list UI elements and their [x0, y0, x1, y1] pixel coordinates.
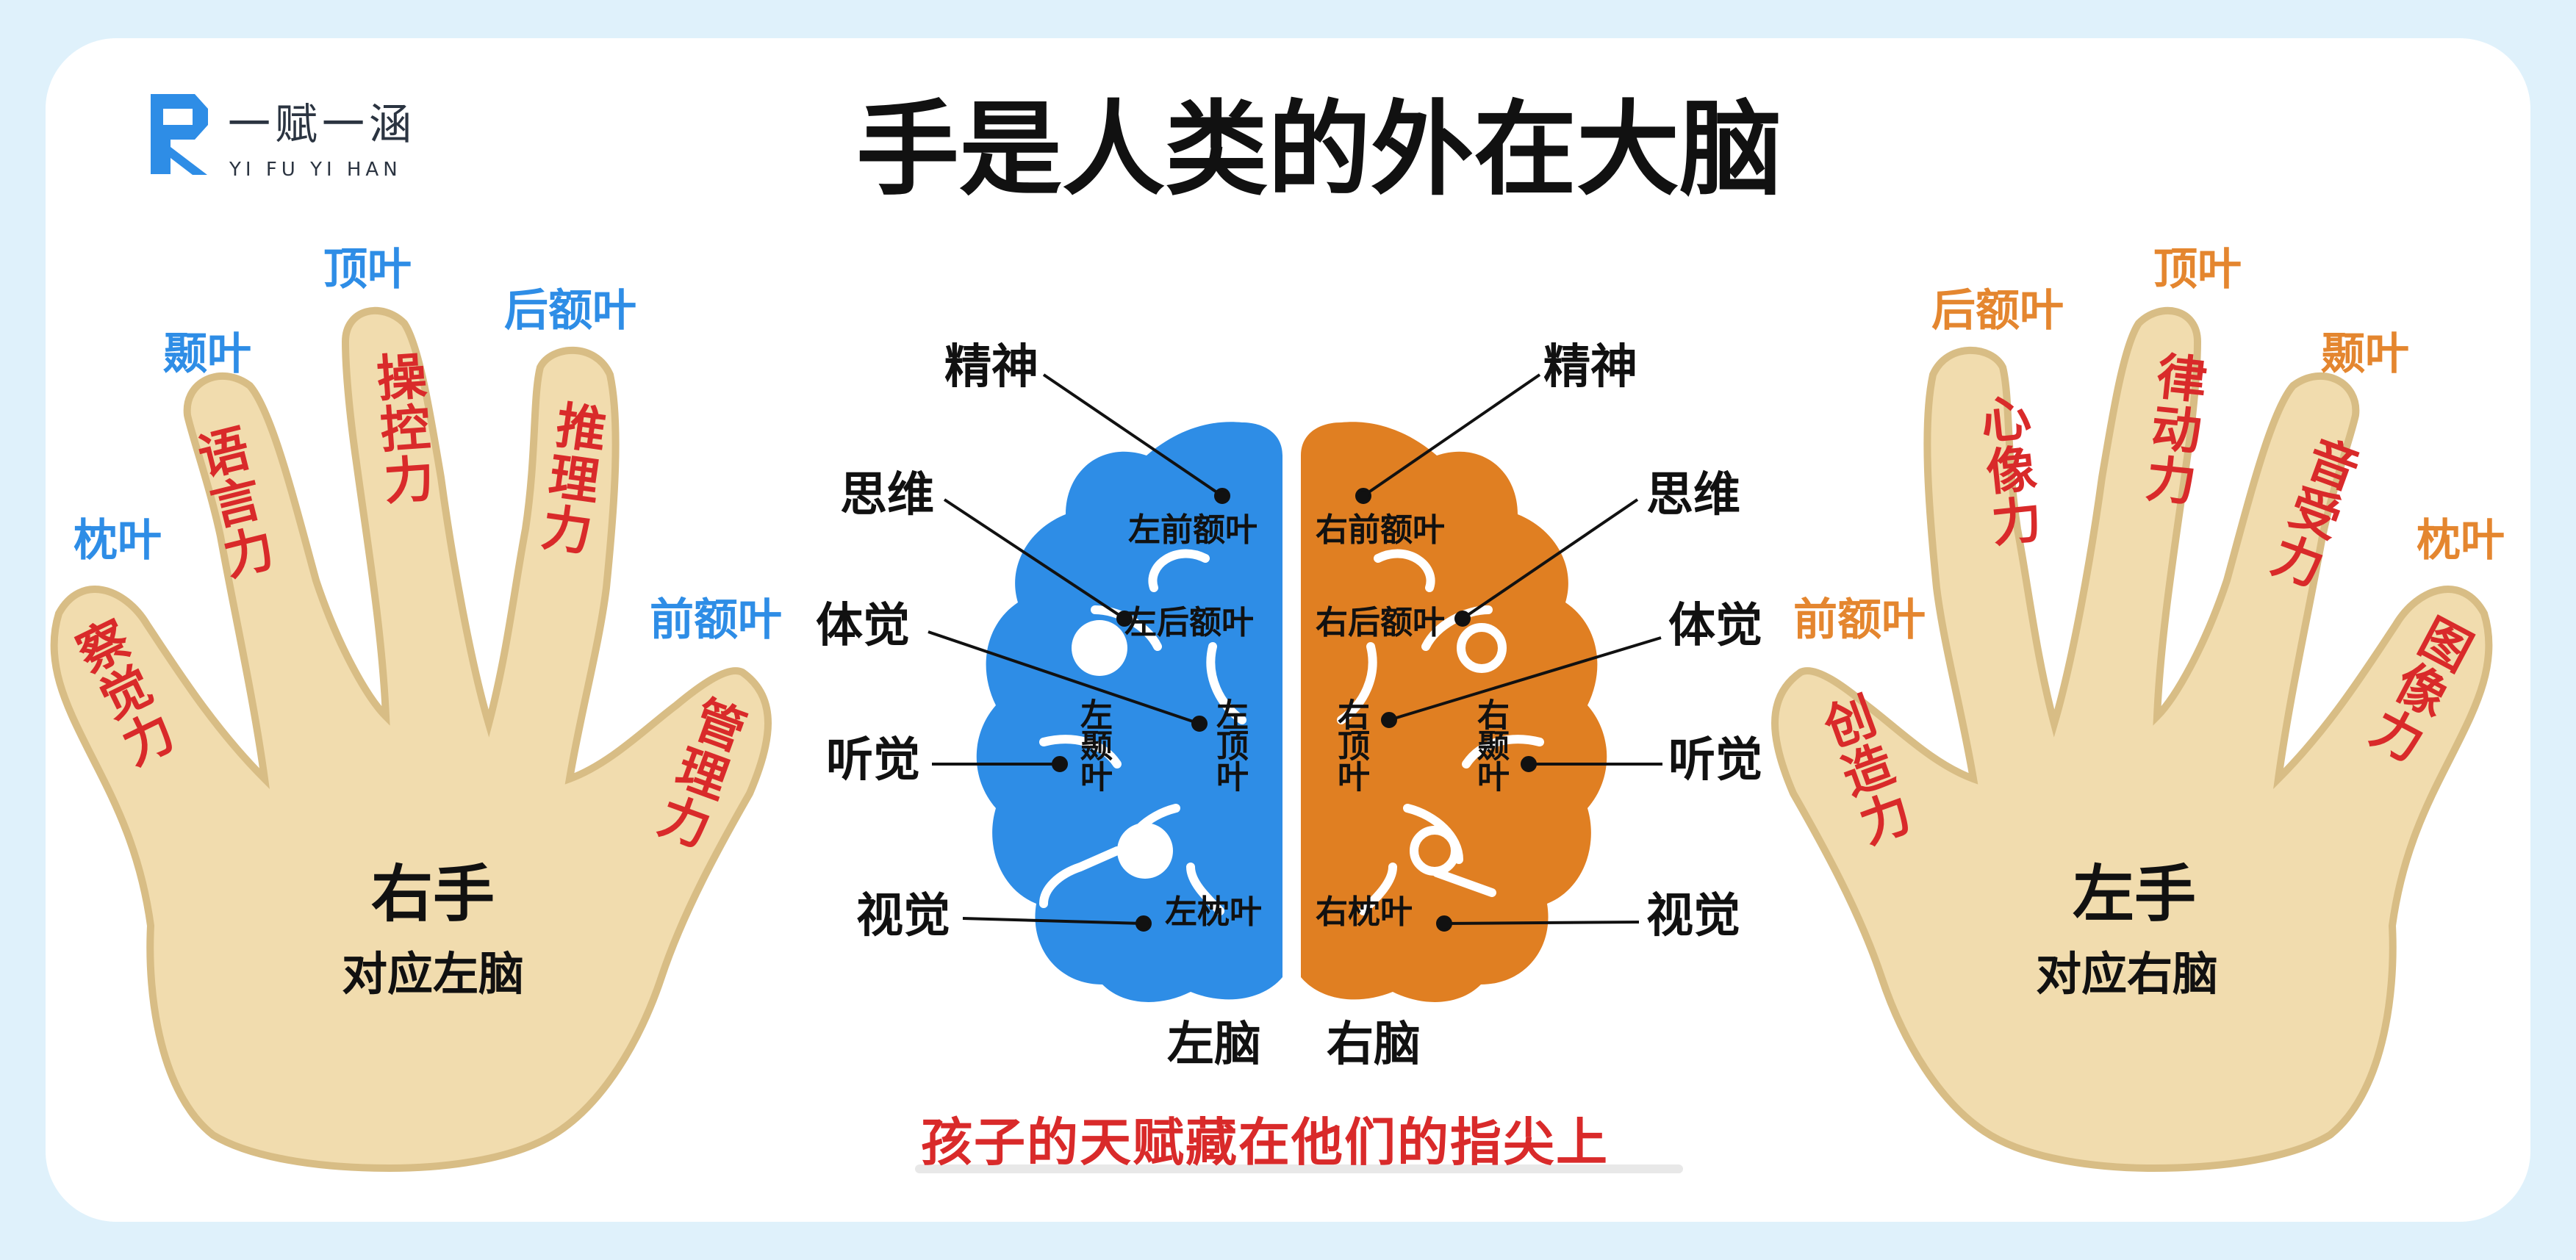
leader-lines [928, 373, 1662, 932]
rh-lobe-posterior-frontal: 后额叶 [504, 285, 636, 336]
lobe-right-occipital: 右枕叶 [1316, 893, 1413, 931]
left-function-hearing: 听觉 [826, 733, 920, 788]
right-brain-hemisphere [1301, 422, 1607, 1002]
right-function-spirit: 精神 [1543, 340, 1637, 395]
right-hand-title: 右手 [371, 858, 495, 930]
left-hand-title: 左手 [2073, 858, 2197, 930]
right-brain-label: 右脑 [1327, 1018, 1421, 1072]
lobe-left-prefrontal: 左前额叶 [1128, 511, 1257, 549]
right-hand-subtitle: 对应左脑 [342, 947, 525, 1001]
lobe-right-posterior-frontal: 右后额叶 [1316, 604, 1445, 641]
lobe-left-occipital: 左枕叶 [1165, 893, 1262, 931]
left-function-somatosensory: 体觉 [816, 599, 910, 653]
lh-lobe-parietal: 顶叶 [2153, 244, 2242, 295]
logo-chinese: 一赋一涵 [228, 99, 417, 149]
left-function-vision: 视觉 [856, 889, 950, 943]
lh-lobe-posterior-frontal: 后额叶 [1931, 285, 2064, 336]
lh-lobe-temporal: 颞叶 [2321, 328, 2409, 380]
left-hand-shape [1771, 306, 2493, 1173]
right-hand-shape [50, 306, 772, 1173]
right-function-vision: 视觉 [1646, 889, 1740, 943]
lobe-right-temporal: 右颞叶 [1471, 698, 1509, 791]
left-function-spirit: 精神 [944, 340, 1038, 395]
left-hand-subtitle: 对应右脑 [2036, 947, 2219, 1001]
rh-lobe-prefrontal: 前额叶 [650, 594, 782, 646]
footer-underline [915, 1164, 1683, 1173]
right-function-somatosensory: 体觉 [1668, 599, 1762, 653]
rh-ability-3: 操控力 [365, 349, 435, 508]
lh-ability-2: 心像力 [1969, 390, 2043, 550]
rh-lobe-occipital: 枕叶 [73, 515, 162, 566]
lh-lobe-prefrontal: 前额叶 [1793, 594, 1926, 646]
lobe-left-parietal: 左顶叶 [1210, 698, 1248, 791]
lobe-right-parietal: 右顶叶 [1332, 698, 1369, 791]
lh-lobe-occipital: 枕叶 [2417, 515, 2505, 566]
rh-lobe-temporal: 颞叶 [163, 328, 251, 380]
lobe-left-posterior-frontal: 左后额叶 [1124, 604, 1254, 641]
left-function-thinking: 思维 [840, 468, 934, 522]
right-function-thinking: 思维 [1646, 468, 1740, 522]
logo-mark [151, 94, 208, 175]
lobe-left-temporal: 左颞叶 [1074, 698, 1112, 791]
rh-lobe-parietal: 顶叶 [323, 244, 412, 295]
logo-english: YI FU YI HAN [229, 159, 402, 181]
left-brain-label: 左脑 [1167, 1018, 1261, 1072]
lh-ability-3: 律动力 [2134, 348, 2209, 508]
footer-slogan: 孩子的天赋藏在他们的指尖上 [921, 1112, 1609, 1173]
lobe-right-prefrontal: 右前额叶 [1316, 511, 1445, 549]
page-title: 手是人类的外在大脑 [856, 90, 1783, 210]
right-function-hearing: 听觉 [1668, 733, 1762, 788]
